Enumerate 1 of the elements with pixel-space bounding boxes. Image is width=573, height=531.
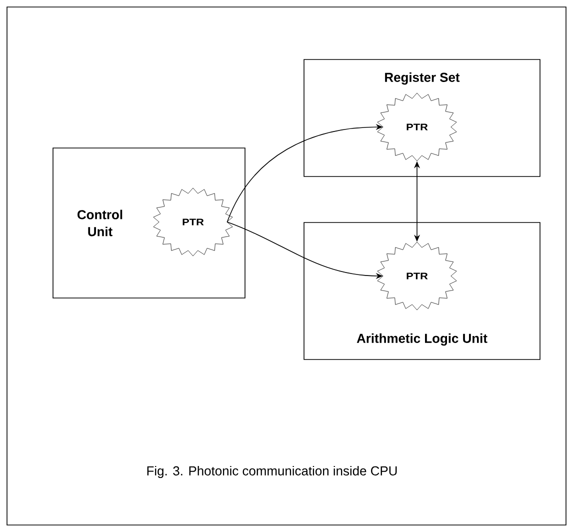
figure-caption: Fig. 3. Photonic communication inside CPU (147, 466, 397, 478)
